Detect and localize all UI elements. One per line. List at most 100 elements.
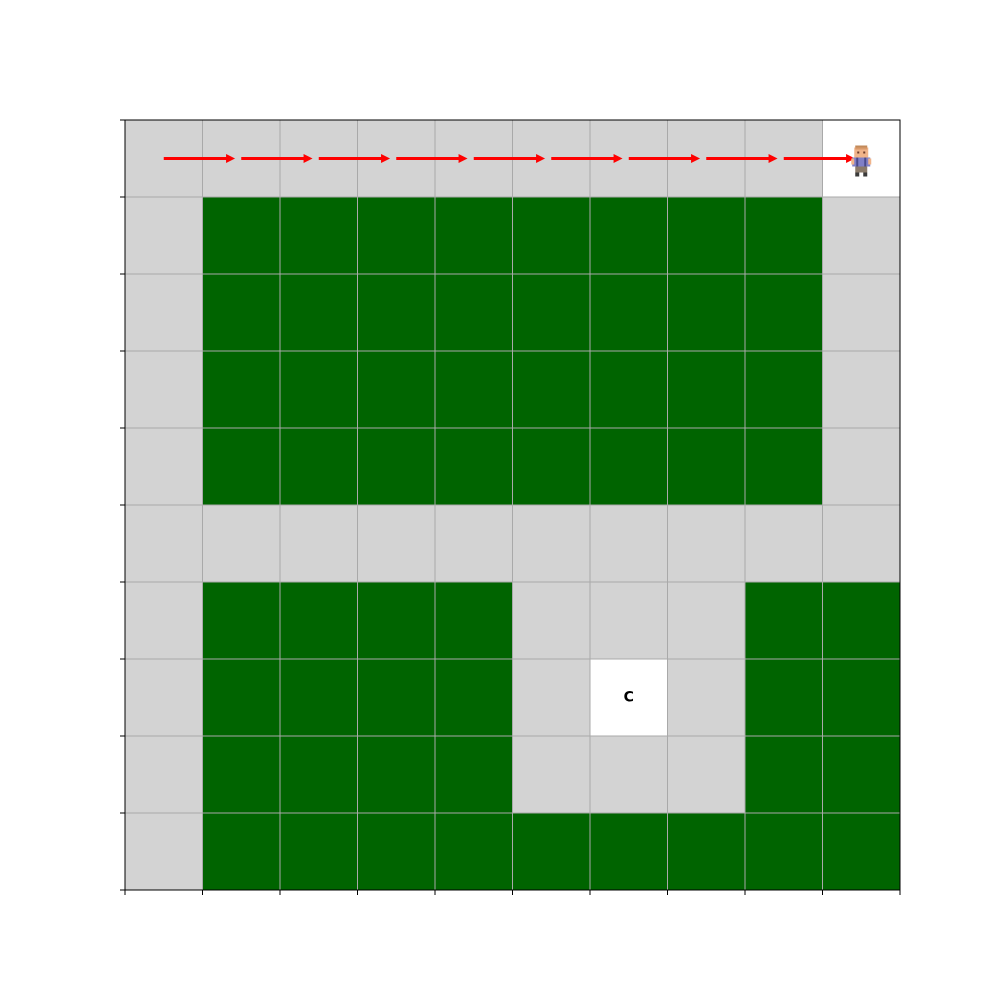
cell-floor [822,428,901,506]
cell-wall [202,659,281,737]
player-sprite-icon [851,145,872,177]
cell-wall [590,351,668,429]
cell-wall [357,197,436,275]
cell-floor [512,659,591,737]
cell-wall [280,351,358,429]
cell-wall [357,736,436,814]
cell-wall [202,813,281,891]
cell-wall [202,274,281,352]
cell-wall [202,351,281,429]
cell-floor [435,505,513,583]
path-arrows [163,154,856,163]
cell-open [590,659,668,737]
cell-wall [280,274,358,352]
cell-floor [667,736,746,814]
cell-wall [280,659,358,737]
cell-floor [125,197,203,275]
cell-floor [822,197,901,275]
path-arrow [318,154,391,163]
cell-floor [745,505,823,583]
cell-wall [280,582,358,660]
cell-floor [280,505,358,583]
cell-wall [822,582,901,660]
cell-wall [202,428,281,506]
cell-floor [125,582,203,660]
cell-wall [202,197,281,275]
cell-floor [590,505,668,583]
cell-wall [667,813,746,891]
cell-wall [357,351,436,429]
cell-floor [125,428,203,506]
cell-floor [125,351,203,429]
goal-label: C [624,690,634,706]
cell-wall [202,582,281,660]
cell-wall [357,428,436,506]
cell-floor [822,351,901,429]
cell-floor [667,659,746,737]
cell-wall [822,813,901,891]
cell-floor [125,736,203,814]
cell-wall [745,351,823,429]
cell-wall [745,813,823,891]
cell-wall [512,274,591,352]
cell-wall [435,351,513,429]
cell-wall [435,659,513,737]
axis-ticks [120,119,901,895]
path-arrow [241,154,313,163]
cell-wall [357,582,436,660]
cell-wall [202,736,281,814]
cell-wall [745,736,823,814]
cell-wall [745,428,823,506]
cell-wall [512,813,591,891]
cell-wall [745,659,823,737]
cell-floor [667,582,746,660]
path-arrow [706,154,778,163]
cell-floor [822,274,901,352]
cell-floor [667,505,746,583]
grid-lines [125,120,900,890]
cell-wall [822,736,901,814]
cell-floor [512,505,591,583]
cell-wall [357,659,436,737]
cell-floor [125,659,203,737]
cell-wall [435,736,513,814]
cell-wall [280,197,358,275]
cell-wall [357,274,436,352]
cell-wall [512,351,591,429]
cell-wall [435,813,513,891]
path-arrow [396,154,468,163]
cell-wall [590,197,668,275]
cell-wall [590,813,668,891]
cell-floor [125,274,203,352]
cell-floor [590,582,668,660]
cell-floor [125,813,203,891]
cell-floor [357,505,436,583]
cell-wall [435,197,513,275]
path-arrow [551,154,623,163]
cell-wall [667,197,746,275]
path-arrow [628,154,701,163]
cell-wall [667,274,746,352]
cell-wall [357,813,436,891]
cell-wall [280,428,358,506]
cell-wall [745,582,823,660]
cell-floor [512,736,591,814]
path-arrow [783,154,856,163]
cell-floor [202,505,281,583]
cell-floor [590,736,668,814]
cell-wall [745,197,823,275]
cell-wall [280,736,358,814]
path-arrow [473,154,546,163]
cell-wall [435,582,513,660]
plot-frame [124,119,901,891]
cell-wall [435,428,513,506]
cell-wall [590,428,668,506]
cell-wall [512,428,591,506]
cell-wall [667,428,746,506]
cell-wall [512,197,591,275]
cell-floor [512,582,591,660]
cell-wall [435,274,513,352]
cell-wall [745,274,823,352]
path-arrow [163,154,236,163]
